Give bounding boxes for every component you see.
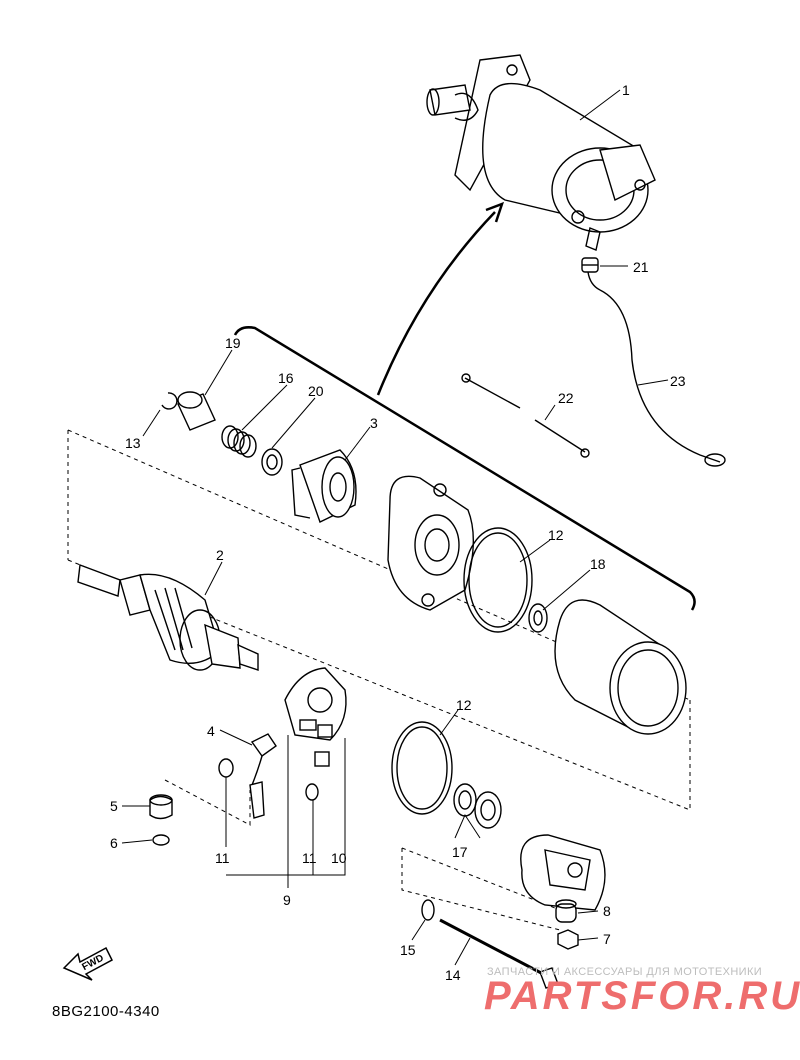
assembly-arrow [376, 211, 496, 396]
watermark-subtitle: ЗАПЧАСТИ И АКСЕССУАРЫ ДЛЯ МОТОТЕХНИКИ [487, 966, 763, 978]
part-14-bolt [439, 918, 559, 989]
part-13-circlip [161, 392, 178, 410]
part-19-collar [177, 391, 216, 431]
callout-10: 10 [331, 850, 347, 866]
callout-23: 23 [670, 373, 686, 389]
part-18-washer [528, 603, 548, 633]
callout-9: 9 [283, 892, 291, 908]
callout-21: 21 [633, 259, 649, 275]
callout-22: 22 [558, 390, 574, 406]
callout-8: 8 [603, 903, 611, 919]
callout-numbers: 1 21 23 22 3 19 16 20 13 2 12 18 12 4 5 … [110, 82, 686, 983]
part-15-oring [421, 899, 435, 921]
callout-14: 14 [445, 967, 461, 983]
part-16-spring [221, 425, 257, 458]
fwd-direction-arrow [62, 946, 113, 981]
yoke-housing [554, 599, 687, 735]
callout-11-b: 11 [302, 850, 317, 866]
callout-12-lower: 12 [456, 697, 472, 713]
part-6-washer [152, 834, 170, 846]
callout-6: 6 [110, 835, 118, 851]
callout-leaders [121, 89, 669, 966]
part-21-nut [581, 257, 601, 291]
diagram-part-code: 8BG2100-4340 [52, 1003, 160, 1020]
part-20-washer [261, 448, 283, 476]
part-11-screws [218, 758, 319, 819]
callout-16: 16 [278, 370, 294, 386]
callout-1: 1 [622, 82, 630, 98]
part-12-oring-upper [463, 527, 533, 633]
part-8-grommet [555, 899, 577, 923]
rear-cover [520, 834, 606, 911]
callout-5: 5 [110, 798, 118, 814]
callout-7: 7 [603, 931, 611, 947]
callout-15: 15 [400, 942, 416, 958]
part-9-brush-plate [284, 667, 347, 767]
callout-17: 17 [452, 844, 468, 860]
callout-3: 3 [370, 415, 378, 431]
callout-19: 19 [225, 335, 241, 351]
callout-4: 4 [207, 723, 215, 739]
alignment-lines [67, 429, 691, 931]
front-cover [387, 475, 474, 611]
part-3-clutch [291, 449, 357, 523]
part-17-washers [453, 783, 502, 829]
part-2-armature [77, 564, 259, 671]
part-4-brush [250, 733, 277, 786]
upper-group-bracket [233, 326, 696, 611]
callout-2: 2 [216, 547, 224, 563]
part-5-grommet [149, 794, 173, 820]
starter-motor-assembly [426, 54, 656, 251]
watermark-brand: PARTSFOR.RU [484, 974, 800, 1018]
callout-18: 18 [590, 556, 606, 572]
part-12-oring-lower [391, 721, 453, 815]
callout-20: 20 [308, 383, 324, 399]
callout-13: 13 [125, 435, 141, 451]
callout-12-upper: 12 [548, 527, 564, 543]
part-22-rod [461, 373, 590, 458]
callout-11-a: 11 [215, 850, 230, 866]
part-7-nut [557, 929, 579, 950]
part-23-lead-wire [599, 289, 721, 463]
